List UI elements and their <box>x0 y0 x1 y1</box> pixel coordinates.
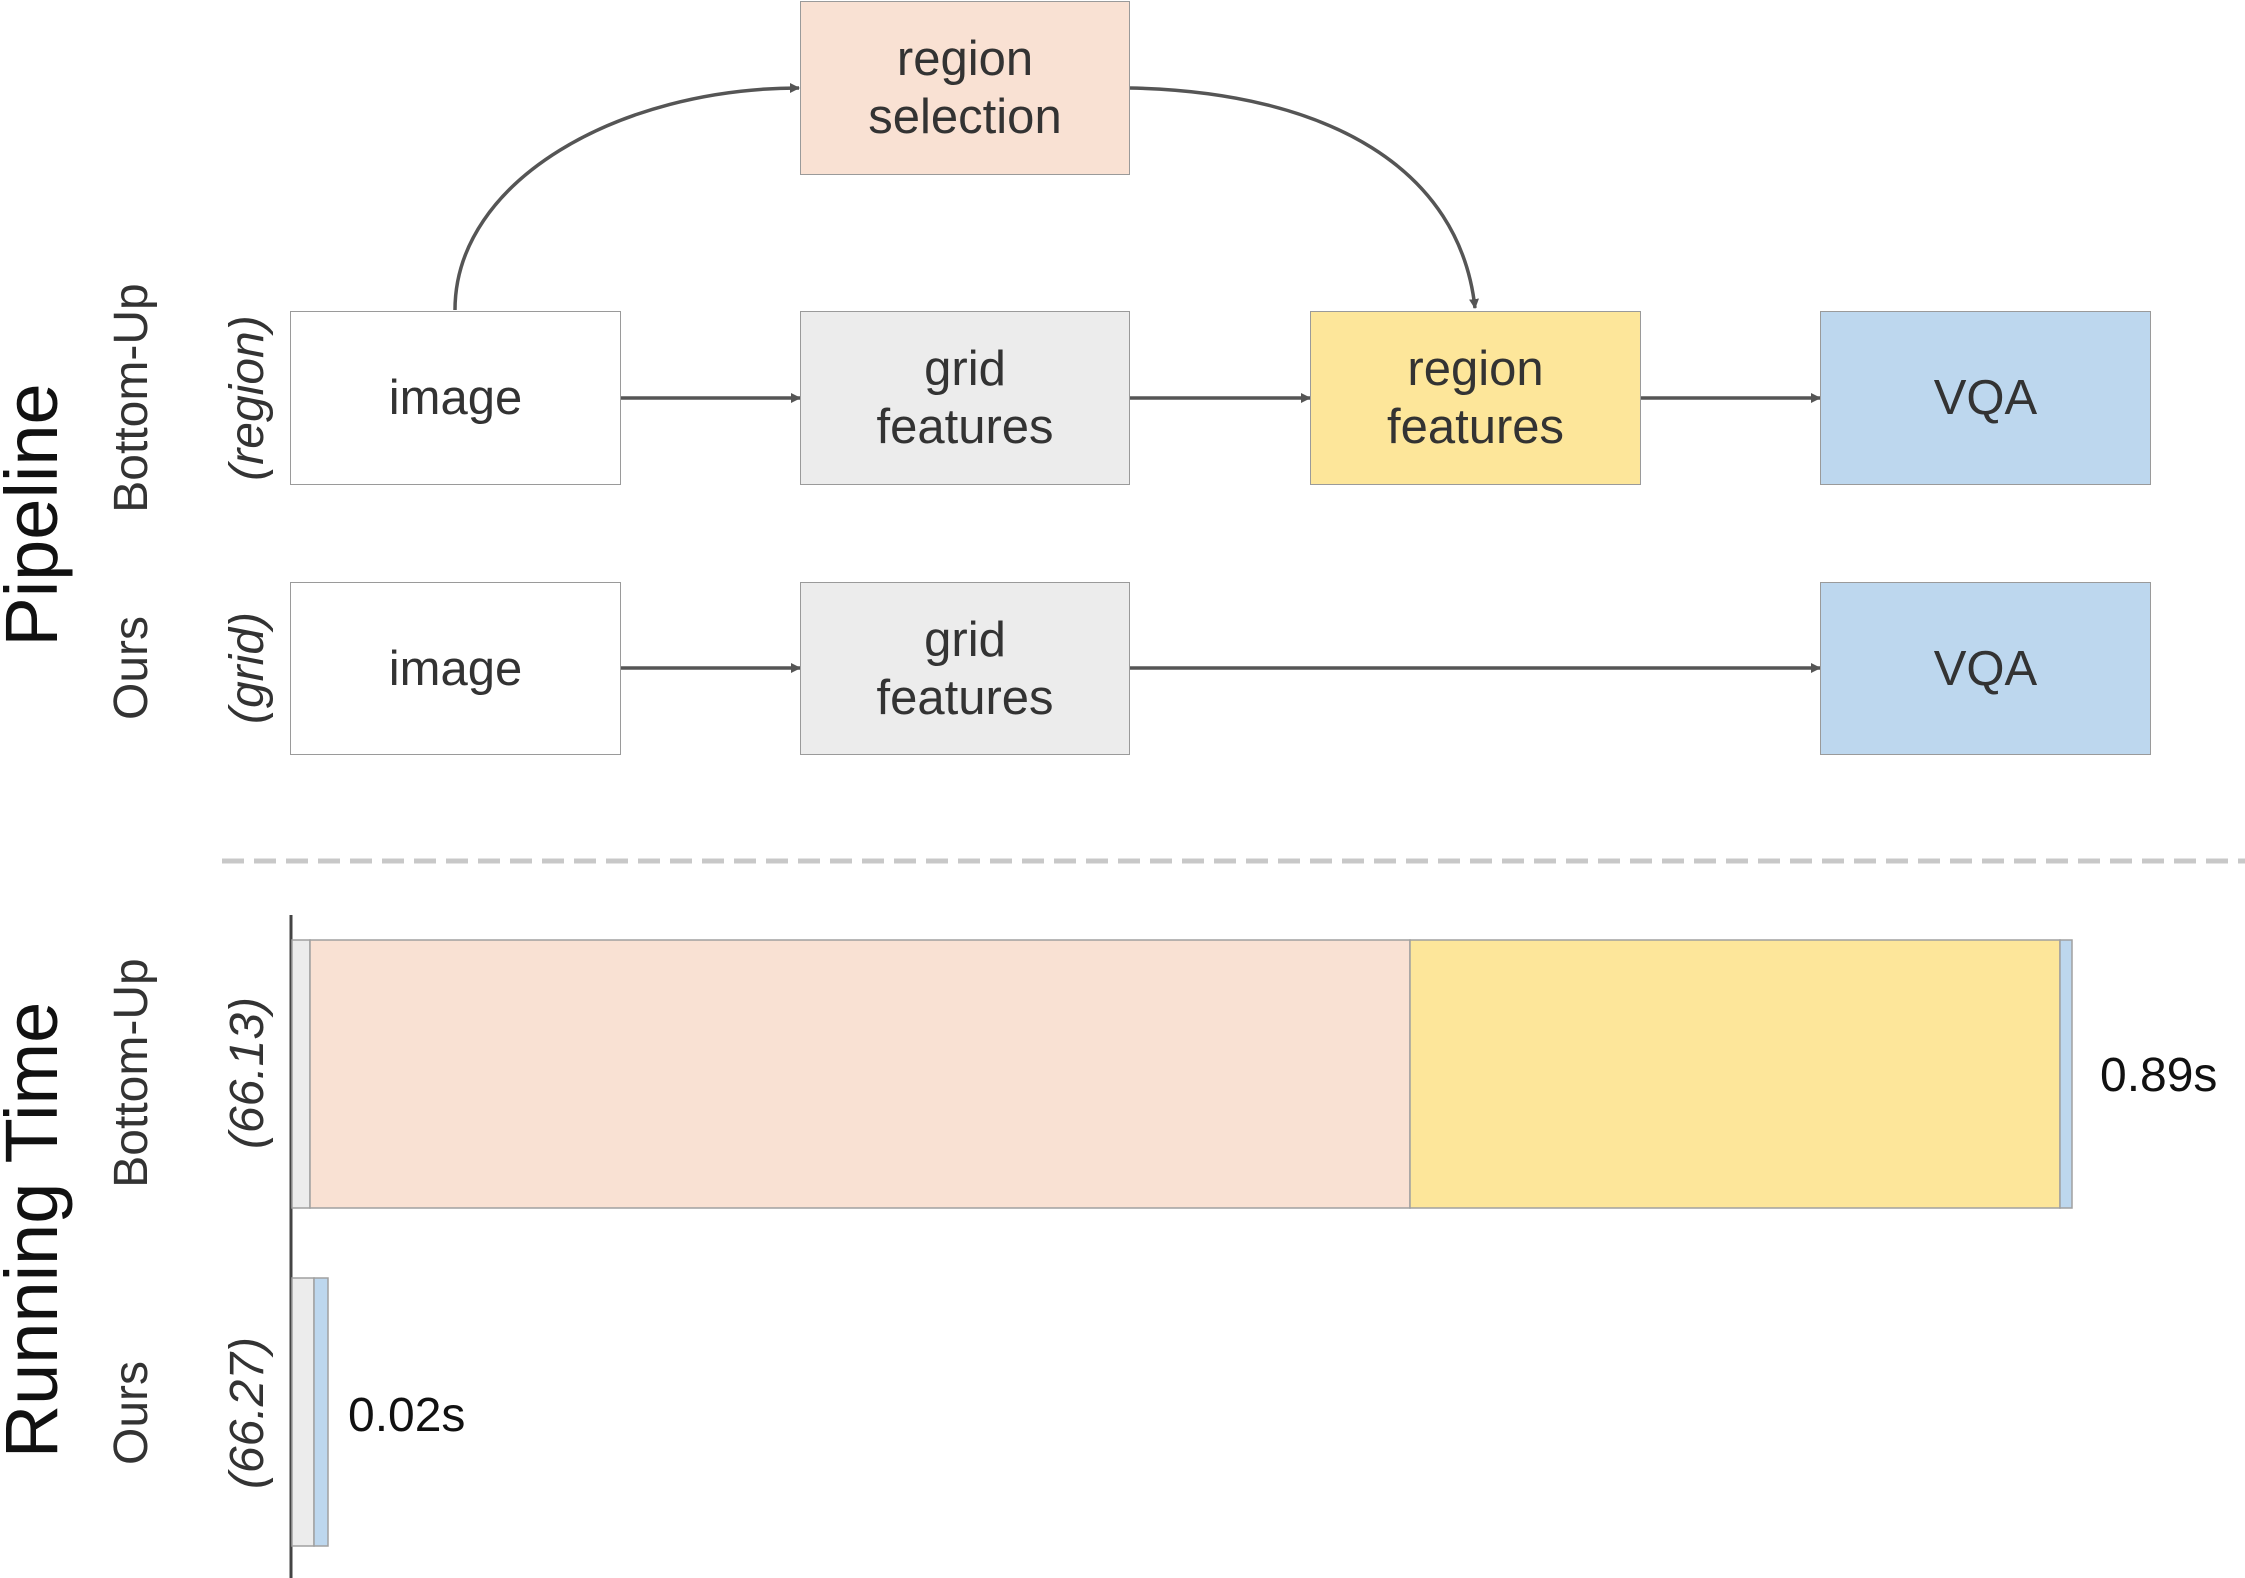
bar-segment-bottom-up-region-features <box>1409 939 2061 1209</box>
arrow-region-selection-to-region-features <box>1129 86 1479 309</box>
node-label: VQA <box>1933 641 2038 696</box>
node-label: image <box>388 641 523 696</box>
bar-label-ours: Ours (66.27) <box>45 1337 335 1489</box>
row-sublabel-text: (region) <box>221 315 274 481</box>
bar-sublabel-text: (66.27) <box>221 1336 274 1490</box>
bar-label-text: Ours <box>105 1361 158 1466</box>
node-label: image <box>388 371 523 425</box>
bar-segment-bottom-up-VQA <box>2059 939 2073 1209</box>
node-vqa-bottomup: VQA <box>1820 311 2151 485</box>
bar-label-text: Bottom-Up <box>105 958 158 1188</box>
arrow-image-to-region-selection <box>453 83 800 311</box>
bar-segment-ours-VQA <box>313 1277 329 1547</box>
bar-label-bottom-up: Bottom-Up (66.13) <box>45 958 335 1187</box>
node-label: region selection <box>868 32 1062 144</box>
node-image-bottomup: image <box>290 311 621 485</box>
node-label: grid features <box>876 612 1054 725</box>
node-label: region features <box>1386 342 1565 454</box>
node-label: VQA <box>1933 371 2038 425</box>
bar-sublabel-text: (66.13) <box>221 996 274 1150</box>
row-label-text: Bottom-Up <box>105 283 158 513</box>
node-vqa-ours: VQA <box>1820 582 2151 755</box>
node-grid-features-bottomup: grid features <box>800 311 1130 485</box>
node-label: grid features <box>876 342 1054 454</box>
node-image-ours: image <box>290 582 621 755</box>
bar-segment-bottom-up-region-selection <box>309 939 1411 1209</box>
node-grid-features-ours: grid features <box>800 582 1130 755</box>
row-sublabel-text: (grid) <box>221 611 274 725</box>
node-region-features: region features <box>1310 311 1641 485</box>
row-label-text: Ours <box>105 615 158 721</box>
node-region-selection: region selection <box>800 1 1130 175</box>
bar-total-label-ours: 0.02s <box>348 1389 466 1442</box>
running-time-bars <box>291 939 2073 1547</box>
bar-total-label-bottom-up: 0.89s <box>2100 1049 2218 1102</box>
